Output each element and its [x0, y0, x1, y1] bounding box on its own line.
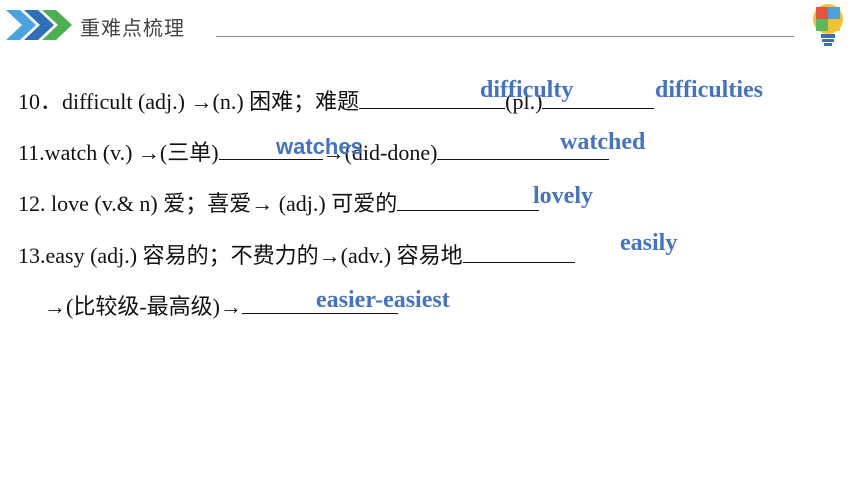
question-13-cont-text: →(比较级-最高级)→ — [44, 294, 242, 319]
answer-watches: watches — [276, 134, 363, 159]
header-divider — [216, 36, 794, 37]
question-13-text: 13.easy (adj.) 容易的；不费力的→(adv.) 容易地 — [18, 243, 463, 268]
blank-10b[interactable] — [542, 88, 655, 109]
question-10-text: 10．difficult (adj.) →(n.) 困难；难题 — [18, 89, 360, 114]
answer-easily: easily — [620, 230, 678, 256]
answer-easier-easiest: easier-easiest — [316, 287, 450, 313]
question-11-text: 11.watch (v.) →(三单) — [18, 140, 219, 165]
lightbulb-icon — [813, 4, 843, 46]
question-10: 10．difficult (adj.) →(n.) 困难；难题 (pl.) — [18, 88, 655, 115]
blank-13a[interactable] — [462, 242, 575, 263]
answer-difficulty: difficulty — [480, 77, 574, 103]
question-12-text: 12. love (v.& n) 爱；喜爱→ (adj.) 可爱的 — [18, 191, 398, 216]
double-chevron-icon — [6, 10, 72, 40]
question-11-past: →(did-done) — [322, 140, 438, 165]
answer-lovely: lovely — [533, 183, 593, 209]
section-title: 重难点梳理 — [80, 16, 185, 40]
question-13: 13.easy (adj.) 容易的；不费力的→(adv.) 容易地 — [18, 242, 575, 269]
blank-13b[interactable] — [241, 293, 398, 314]
question-13-cont: →(比较级-最高级)→ — [44, 293, 398, 320]
answer-difficulties: difficulties — [655, 77, 763, 103]
answer-watched: watched — [560, 129, 646, 155]
slide-header: 重难点梳理 — [0, 0, 860, 50]
blank-11b[interactable] — [437, 139, 610, 160]
blank-11a[interactable] — [218, 139, 323, 160]
question-11: 11.watch (v.) →(三单) →(did-done) — [18, 139, 610, 166]
blank-12[interactable] — [397, 190, 540, 211]
blank-10a[interactable] — [359, 88, 506, 109]
question-12: 12. love (v.& n) 爱；喜爱→ (adj.) 可爱的 — [18, 190, 540, 217]
question-10-plural: (pl.) — [505, 89, 543, 114]
